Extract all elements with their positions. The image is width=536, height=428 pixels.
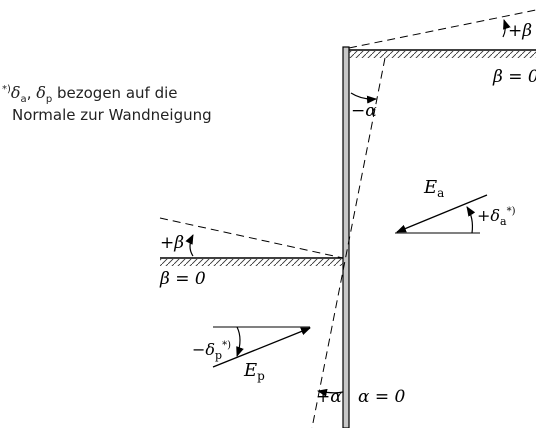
ea-label: Ea xyxy=(423,177,444,200)
bottom-alpha-arc-arrow xyxy=(317,388,344,397)
bottom-alpha-plus-label: +α xyxy=(316,387,342,407)
left-beta-dashed-line xyxy=(159,217,344,259)
top-beta-label: +β xyxy=(508,21,532,41)
alpha-zero-label: α = 0 xyxy=(358,387,406,407)
left-beta-label: +β xyxy=(160,233,184,253)
top-beta-dashed-line xyxy=(348,9,536,49)
top-alpha-label: −α xyxy=(351,101,377,121)
top-beta-zero-label: β = 0 xyxy=(492,67,536,87)
top-alpha-arc-arrow xyxy=(350,92,377,104)
delta-p-label: −δp*) xyxy=(192,340,231,362)
ea-force-arrow xyxy=(396,194,488,233)
wall xyxy=(342,46,350,428)
left-ground-hatch xyxy=(160,259,343,266)
ep-label: Ep xyxy=(243,360,265,383)
delta-p-arc-arrow xyxy=(236,326,244,357)
top-ground-hatch xyxy=(349,51,536,58)
top-beta-arc-arrow xyxy=(502,19,511,38)
footnote-line-2: Normale zur Wandneigung xyxy=(12,106,212,124)
delta-a-label: +δa*) xyxy=(477,206,516,228)
ep-force-arrow xyxy=(212,327,311,368)
delta-a-arc-arrow xyxy=(466,206,476,234)
alpha-dashed-line xyxy=(311,57,386,428)
footnote-line-1: *)δa, δp bezogen auf die xyxy=(2,83,178,105)
left-beta-zero-label: β = 0 xyxy=(159,269,206,289)
left-beta-arc-arrow xyxy=(185,234,194,257)
